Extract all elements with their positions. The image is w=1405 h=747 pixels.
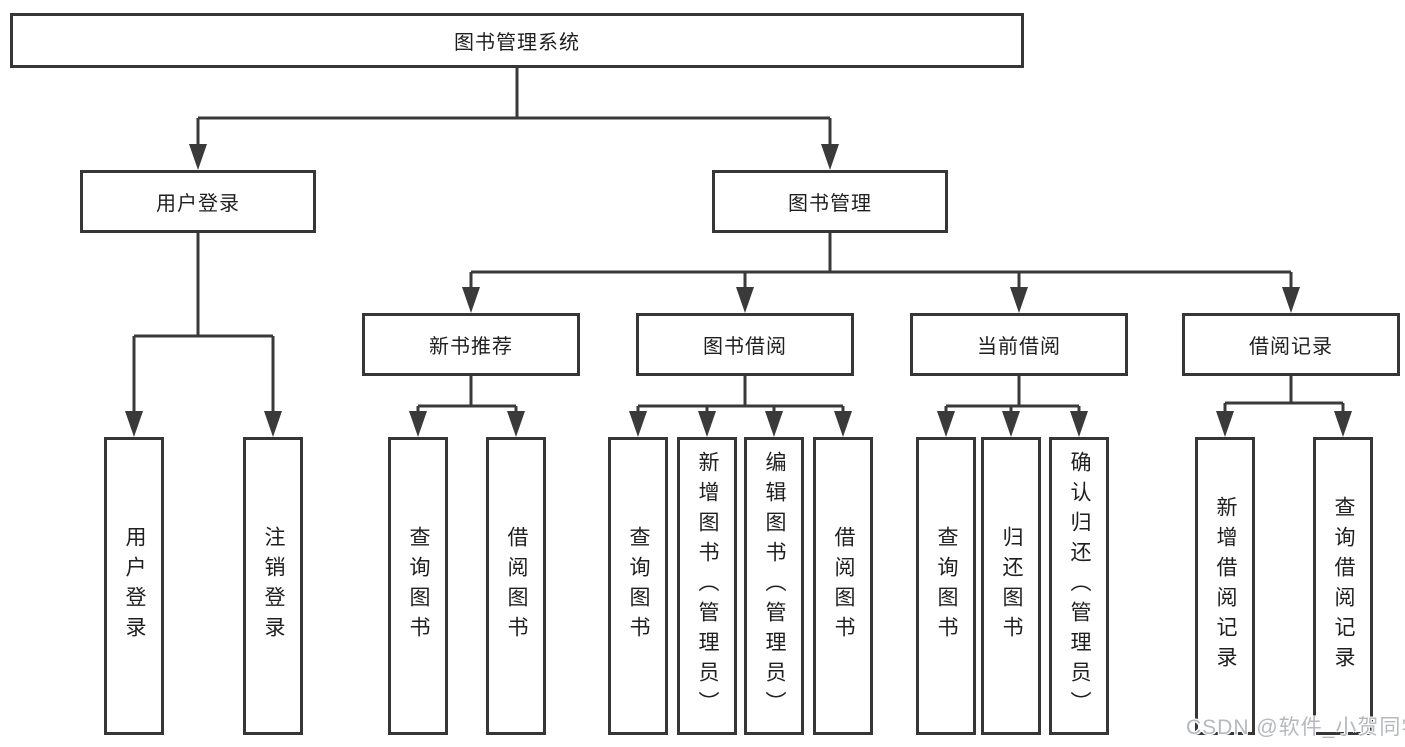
leaf-return-books: 归还图书 [981,437,1041,735]
arrowheads [125,144,1352,437]
leaf-borrow-books-borrow: 借阅图书 [813,437,873,735]
leaf-add-book-admin: 新增图书（管理员） [677,437,737,735]
node-current-borrowing: 当前借阅 [910,313,1128,376]
node-new-book-recommendation: 新书推荐 [362,313,580,376]
leaf-borrow-books-recommend: 借阅图书 [486,437,546,735]
node-library-system: 图书管理系统 [10,13,1024,68]
leaf-confirm-return-admin: 确认归还（管理员） [1049,437,1109,735]
node-book-management: 图书管理 [712,170,948,233]
leaf-edit-book-admin: 编辑图书（管理员） [744,437,804,735]
node-borrowing-records: 借阅记录 [1182,313,1400,376]
leaf-logout: 注销登录 [243,437,303,735]
leaf-query-books-current: 查询图书 [916,437,976,735]
node-book-borrowing: 图书借阅 [636,313,854,376]
leaf-user-login: 用户登录 [104,437,164,735]
leaf-query-books-borrow: 查询图书 [608,437,668,735]
leaf-query-borrow-record: 查询借阅记录 [1313,437,1373,735]
csdn-watermark: CSDN @软件_小贺同学 [1186,716,1405,739]
node-user-login: 用户登录 [80,170,316,233]
leaf-query-books-recommend: 查询图书 [388,437,448,735]
leaf-add-borrow-record: 新增借阅记录 [1195,437,1255,735]
